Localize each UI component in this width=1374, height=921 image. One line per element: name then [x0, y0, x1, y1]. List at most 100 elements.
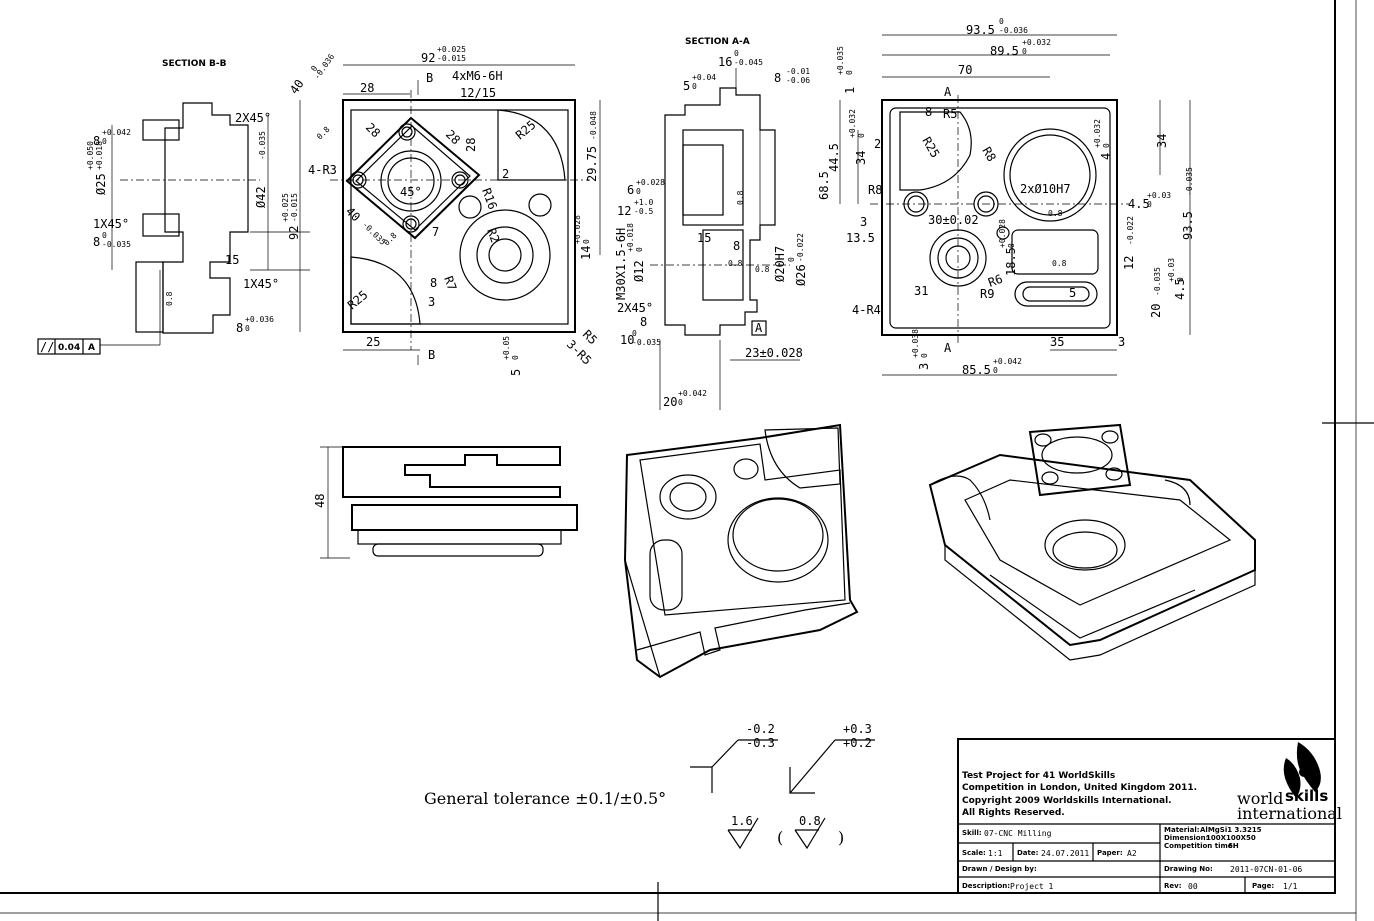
top-dim-92b-tol2: -0.015 — [290, 193, 299, 222]
iso1-pocket — [764, 427, 841, 489]
bottom-slot — [1014, 281, 1098, 307]
tol-plus-b: +0.2 — [843, 736, 872, 750]
bv-dim-93b: 93.5 — [1181, 211, 1195, 240]
top-dim-14: 14 — [579, 246, 593, 260]
chamfer-2x45: 2X45° — [235, 111, 271, 125]
logo-world: world — [1237, 789, 1283, 808]
bv-rough-b: 0.8 — [1052, 259, 1067, 268]
parallelism-value: 0.04 — [58, 343, 80, 353]
bv-r6: R6 — [986, 272, 1004, 290]
aa-thread: M30X1.5-6H — [614, 228, 628, 300]
aa-dia26-tol2: -0.022 — [796, 233, 805, 262]
top-dim-40b: 40 — [343, 204, 363, 224]
iso1-slot — [649, 539, 683, 611]
top-dim-28d: 28 — [464, 138, 478, 152]
aa-dim-10-tol2: -0.035 — [632, 338, 661, 347]
bv-dim-4-tol: +0.032 — [1093, 119, 1102, 148]
rough-paren: 0.8 — [799, 814, 821, 828]
dim-8c: 8 — [236, 321, 243, 335]
aa-dim-8-tol: -0.01 — [786, 67, 810, 76]
aa-dim-12-tol: +1.0 — [634, 198, 653, 207]
title-block: Test Project for 41 WorldSkills Competit… — [957, 738, 1342, 894]
pin-hole-2 — [528, 193, 552, 217]
top-dim-5-tol: +0.05 — [502, 336, 511, 360]
aa-dim-6-tol: +0.028 — [636, 178, 665, 187]
aa-dim-5-tol: +0.04 — [692, 73, 716, 82]
aa-dim-15: 15 — [697, 231, 711, 245]
bottom-view: 93.5 0 -0.036 89.5 +0.032 0 70 1 +0.035 … — [817, 17, 1195, 377]
bv-dim-3: 3 — [860, 215, 867, 229]
bv-dim-31: 31 — [914, 284, 928, 298]
iso1-small-hole — [733, 458, 759, 480]
top-dim-40: 40 — [287, 77, 307, 97]
tb-info-4: All Rights Reserved. — [962, 808, 1065, 818]
aa-dim-5-tol2: 0 — [692, 82, 697, 91]
bv-dim-1: 1 — [843, 87, 857, 94]
bv-dim-20: 20 — [1149, 304, 1163, 318]
aa-dim-16-tol2: -0.045 — [734, 58, 763, 67]
top-rough-a: 0.8 — [315, 125, 332, 142]
bv-dim-18-tol2: 0 — [1007, 243, 1016, 248]
bv-dim-45b-tol: +0.03 — [1167, 258, 1176, 282]
tol-minus-a: -0.2 — [746, 722, 775, 736]
bv-dim-2: 2 — [874, 137, 881, 151]
aa-datum: A — [755, 321, 763, 335]
aa-rough-b: 0.8 — [728, 259, 743, 268]
tb-info-2: Competition in London, United Kingdom 20… — [962, 783, 1197, 793]
top-dim-3: 3 — [428, 295, 435, 309]
aa-dim-20: 20 — [663, 395, 677, 409]
paren-open: ( — [777, 828, 783, 847]
aa-dim-16: 16 — [718, 55, 732, 69]
iso2-boss — [1028, 423, 1132, 497]
bv-dim-3b: 3 — [1118, 335, 1125, 349]
dia25: Ø25 — [94, 173, 108, 195]
parallelism-frame: // 0.04 A — [37, 338, 101, 355]
iso2-top-bore — [1041, 436, 1113, 474]
bv-r9: R9 — [980, 287, 994, 301]
bv-dim-34a-tol2: 0 — [857, 133, 866, 138]
aa-dim-12: 12 — [617, 204, 631, 218]
dim-8a-tol: +0.042 — [102, 128, 131, 137]
roughness-symbol-paren — [794, 817, 826, 850]
top-dim-14-tol2: 0 — [582, 239, 591, 244]
aa-dia12: Ø12 — [632, 260, 646, 282]
top-dim-92-tol2: -0.015 — [437, 54, 466, 63]
bv-dim-85-tol2: 0 — [993, 366, 998, 375]
roughness-symbol-main — [727, 817, 759, 850]
sv-dim-48: 48 — [313, 494, 327, 508]
tb-competition-value: 6H — [1228, 842, 1239, 850]
aa-datum-box — [751, 320, 767, 336]
tb-dimension-label: Dimension: — [1164, 834, 1209, 842]
top-dim-29-tol: -0.048 — [589, 111, 598, 140]
thread-hole-3 — [402, 215, 420, 233]
bv-holes: 2xØ10H7 — [1020, 182, 1071, 196]
top-dim-25: 25 — [366, 335, 380, 349]
bv-dim-35: 35 — [1050, 335, 1064, 349]
bv-dim-34a-tol: +0.032 — [848, 109, 857, 138]
bv-label-a-bottom: A — [944, 341, 952, 355]
section-aa-view: SECTION A-A 16 0 -0.045 5 +0.04 0 8 -0.0… — [614, 37, 810, 410]
aa-dim-20-tol: +0.042 — [678, 389, 707, 398]
pin-hole-1 — [458, 195, 482, 219]
dim-8b-tol: 0 — [102, 231, 107, 240]
tb-info-3: Copyright 2009 Worldskills International… — [962, 796, 1172, 806]
r25-bottom: R25 — [345, 288, 371, 313]
tb-date-label: Date: — [1017, 849, 1039, 857]
bv-dim-20-tol: -0.035 — [1153, 267, 1162, 296]
r3-label: 4-R3 — [308, 163, 337, 177]
general-tolerance: General tolerance ±0.1/±0.5° — [424, 789, 666, 808]
top-dim-92b-tol: +0.025 — [281, 193, 290, 222]
worldskills-logo: world skills international — [1237, 742, 1342, 823]
tb-competition-label: Competition time: — [1164, 842, 1236, 850]
aa-dim-8: 8 — [774, 71, 781, 85]
label-b-bottom: B — [428, 348, 435, 362]
aa-dim-8c: 8 — [640, 315, 647, 329]
bv-dim-45b-tol2: 0 — [1176, 277, 1185, 282]
top-dim-28c: 28 — [443, 127, 463, 147]
aa-dim-23: 23±0.028 — [745, 346, 803, 360]
top-dim-28b: 28 — [363, 120, 383, 140]
rough-main: 1.6 — [731, 814, 753, 828]
dim-15: 15 — [225, 253, 239, 267]
side-view-top — [342, 446, 561, 498]
bv-dim-1-tol: +0.035 — [836, 46, 845, 75]
